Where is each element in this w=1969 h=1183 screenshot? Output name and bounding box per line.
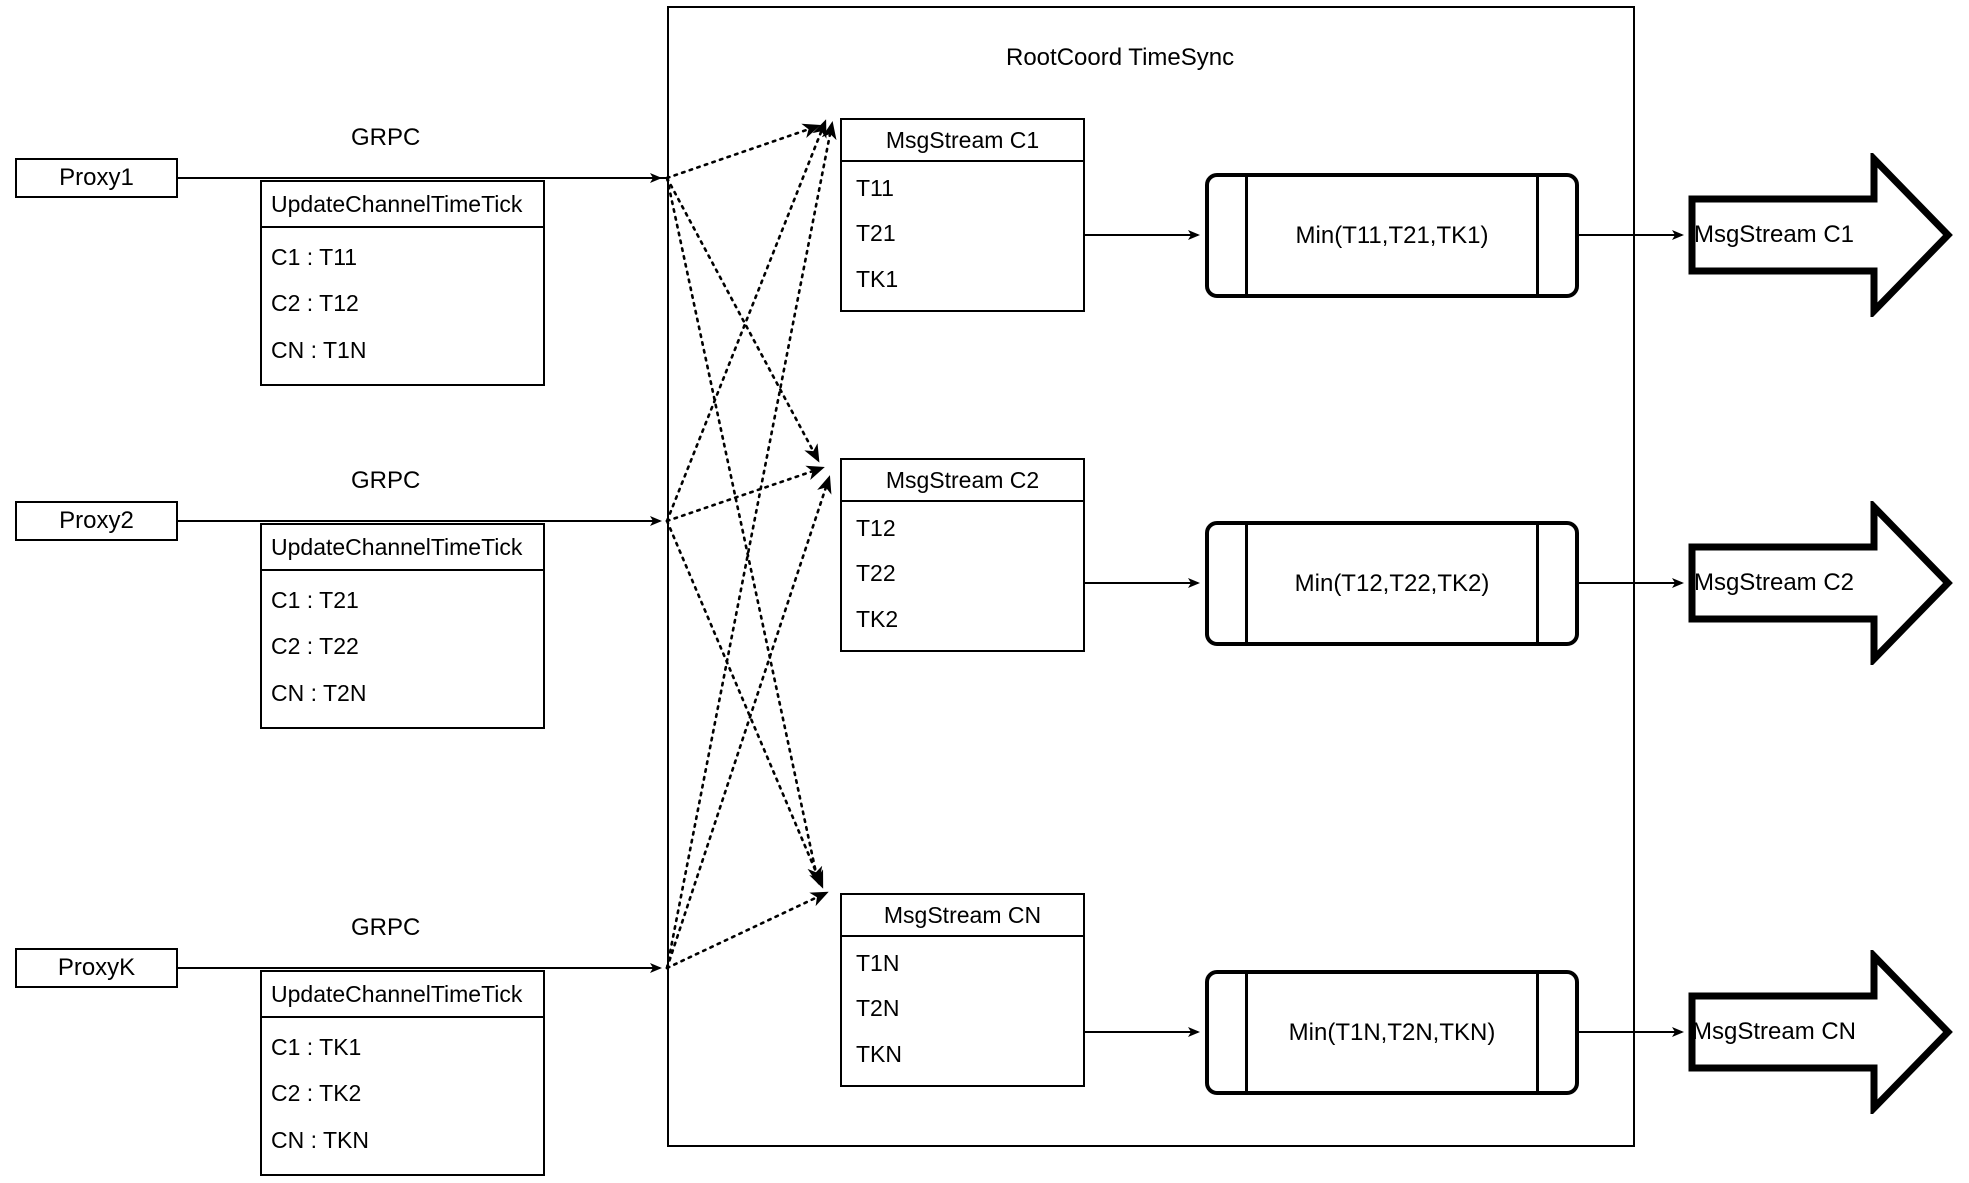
tick-row: C2 : T12 (271, 290, 359, 317)
min-reducer-label: Min(T11,T21,TK1) (1295, 221, 1489, 249)
update-channel-timetick-box-2: UpdateChannelTimeTick C1 : T21 C2 : T22 … (260, 523, 545, 729)
output-stream-label: MsgStream C1 (1693, 221, 1855, 248)
min-box-right-bar (1536, 177, 1539, 294)
tick-box-body: C1 : T11 C2 : T12 CN : T1N (262, 228, 543, 384)
msgstream-row: T11 (856, 175, 894, 202)
tick-row: C1 : T11 (271, 243, 358, 270)
tick-row: CN : TKN (271, 1127, 369, 1154)
msgstream-box-body: T11 T21 TK1 (842, 162, 1083, 310)
proxy-label: Proxy2 (59, 507, 134, 534)
msgstream-box-c2: MsgStream C2 T12 T22 TK2 (840, 458, 1085, 652)
tick-box-title: UpdateChannelTimeTick (262, 525, 543, 571)
msgstream-box-cn: MsgStream CN T1N T2N TKN (840, 893, 1085, 1087)
msgstream-box-title: MsgStream CN (842, 895, 1083, 937)
msgstream-box-title: MsgStream C2 (842, 460, 1083, 502)
msgstream-box-title: MsgStream C1 (842, 120, 1083, 162)
msgstream-row: T1N (856, 950, 900, 977)
tick-row: C1 : TK1 (271, 1033, 362, 1060)
output-block-arrow-cn: MsgStream CN (1688, 950, 1954, 1114)
update-channel-timetick-box-3: UpdateChannelTimeTick C1 : TK1 C2 : TK2 … (260, 970, 545, 1176)
min-box-left-bar (1245, 177, 1248, 294)
output-stream-label: MsgStream CN (1691, 1018, 1857, 1045)
tick-box-body: C1 : TK1 C2 : TK2 CN : TKN (262, 1018, 543, 1174)
msgstream-box-body: T1N T2N TKN (842, 937, 1083, 1085)
tick-row: CN : T1N (271, 337, 367, 364)
grpc-label-1: GRPC (351, 124, 421, 151)
tick-row: C2 : TK2 (271, 1080, 362, 1107)
output-stream-label: MsgStream C2 (1693, 569, 1855, 596)
msgstream-row: TKN (856, 1040, 902, 1067)
proxy-box-3[interactable]: ProxyK (15, 948, 178, 988)
min-reducer-box-c2: Min(T12,T22,TK2) (1205, 521, 1579, 646)
msgstream-row: T22 (856, 560, 896, 587)
min-reducer-box-cn: Min(T1N,T2N,TKN) (1205, 970, 1579, 1095)
proxy-label: Proxy1 (59, 164, 134, 191)
msgstream-row: T2N (856, 995, 900, 1022)
tick-row: C2 : T22 (271, 633, 359, 660)
proxy-box-1[interactable]: Proxy1 (15, 158, 178, 198)
output-block-arrow-c1: MsgStream C1 (1688, 153, 1954, 317)
proxy-label: ProxyK (57, 954, 136, 981)
min-box-left-bar (1245, 525, 1248, 642)
msgstream-box-c1: MsgStream C1 T11 T21 TK1 (840, 118, 1085, 312)
msgstream-row: TK2 (856, 605, 899, 632)
min-box-right-bar (1536, 525, 1539, 642)
msgstream-row: T21 (856, 220, 896, 247)
grpc-label-3: GRPC (351, 914, 421, 941)
min-box-left-bar (1245, 974, 1248, 1091)
output-block-arrow-c2: MsgStream C2 (1688, 501, 1954, 665)
msgstream-box-body: T12 T22 TK2 (842, 502, 1083, 650)
tick-box-title: UpdateChannelTimeTick (262, 972, 543, 1018)
tick-row: CN : T2N (271, 680, 367, 707)
min-reducer-label: Min(T12,T22,TK2) (1294, 569, 1490, 597)
min-reducer-box-c1: Min(T11,T21,TK1) (1205, 173, 1579, 298)
grpc-label-2: GRPC (351, 467, 421, 494)
min-reducer-label: Min(T1N,T2N,TKN) (1288, 1018, 1496, 1046)
min-box-right-bar (1536, 974, 1539, 1091)
msgstream-row: T12 (856, 515, 896, 542)
rootcoord-timesync-title: RootCoord TimeSync (1006, 44, 1235, 71)
msgstream-row: TK1 (856, 265, 899, 292)
proxy-box-2[interactable]: Proxy2 (15, 501, 178, 541)
tick-box-title: UpdateChannelTimeTick (262, 182, 543, 228)
update-channel-timetick-box-1: UpdateChannelTimeTick C1 : T11 C2 : T12 … (260, 180, 545, 386)
tick-row: C1 : T21 (271, 586, 359, 613)
tick-box-body: C1 : T21 C2 : T22 CN : T2N (262, 571, 543, 727)
